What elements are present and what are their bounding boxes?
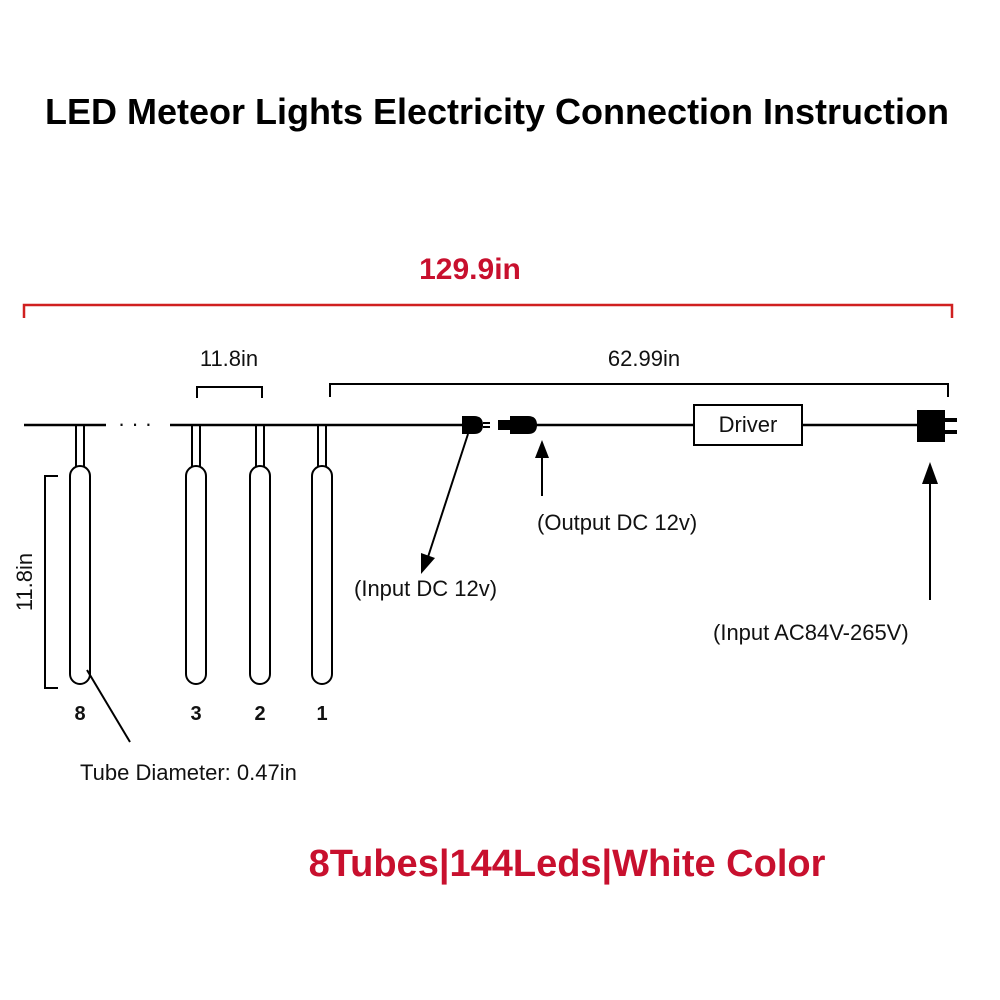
ellipsis: · · · bbox=[118, 411, 152, 436]
spacing-bracket bbox=[196, 386, 263, 398]
tube-number-3: 3 bbox=[190, 703, 201, 725]
input-dc-connector bbox=[462, 416, 490, 434]
total-length-bracket bbox=[22, 303, 954, 318]
cable-length-bracket bbox=[329, 383, 949, 397]
tube-1 bbox=[311, 425, 333, 685]
spacing-label: 11.8in bbox=[200, 346, 258, 371]
tube-8 bbox=[69, 425, 91, 685]
diagram-title: LED Meteor Lights Electricity Connection… bbox=[45, 91, 949, 132]
tube-diameter-label: Tube Diameter: 0.47in bbox=[80, 760, 297, 785]
driver-box bbox=[693, 404, 803, 446]
input-dc-label: (Input DC 12v) bbox=[354, 576, 497, 601]
input-dc-arrow bbox=[421, 433, 469, 574]
tube-2 bbox=[249, 425, 271, 685]
specs-label: 8Tubes|144Leds|White Color bbox=[309, 843, 826, 885]
tube-number-1: 1 bbox=[316, 703, 327, 725]
input-ac-arrow bbox=[922, 462, 938, 600]
input-ac-label: (Input AC84V-265V) bbox=[713, 620, 909, 645]
cable-length-label: 62.99in bbox=[608, 346, 680, 371]
tube-number-8: 8 bbox=[74, 703, 85, 725]
total-length-label: 129.9in bbox=[419, 253, 521, 286]
tube-diameter-pointer bbox=[86, 669, 131, 743]
tube-length-label: 11.8in bbox=[12, 553, 37, 611]
driver-label: Driver bbox=[719, 412, 778, 437]
tube-3 bbox=[185, 425, 207, 685]
tube-number-2: 2 bbox=[254, 703, 265, 725]
output-dc-label: (Output DC 12v) bbox=[537, 510, 697, 535]
ac-plug bbox=[917, 410, 957, 442]
output-dc-connector bbox=[498, 416, 537, 434]
tube-length-bracket bbox=[44, 475, 58, 689]
output-dc-arrow bbox=[535, 440, 549, 496]
